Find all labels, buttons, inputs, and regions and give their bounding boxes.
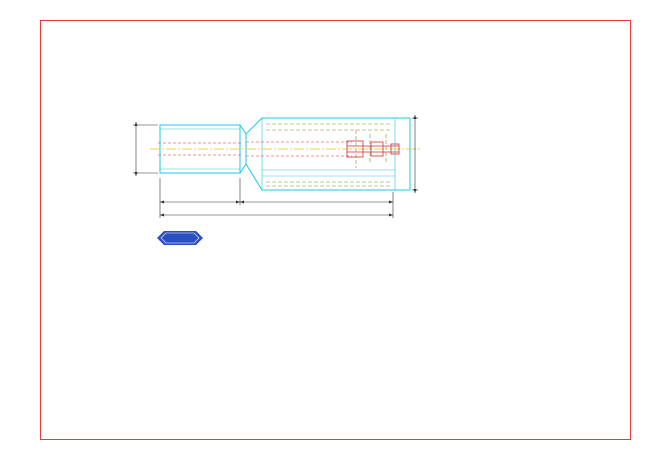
title-block (157, 231, 203, 245)
dimension-arrows (134, 115, 417, 217)
sheet-frame (40, 20, 631, 440)
right-body-outline (245, 117, 411, 191)
part-drawing (150, 117, 420, 191)
company-logo (157, 231, 203, 245)
insert-detail (346, 140, 400, 158)
hidden-lines (266, 123, 392, 187)
internal-bore (158, 141, 352, 157)
dimensions (133, 115, 418, 218)
